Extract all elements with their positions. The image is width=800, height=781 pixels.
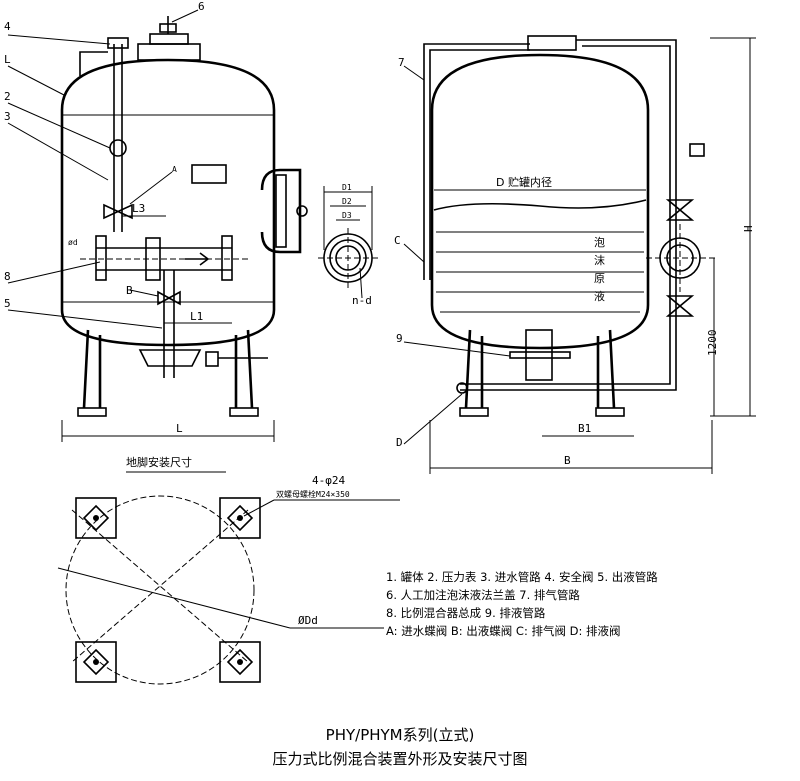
dim-b-label: B xyxy=(564,454,571,467)
foam-char-2: 沫 xyxy=(594,254,605,267)
foundation-diameter-label: ØDd xyxy=(298,614,318,627)
valve-a-label: A xyxy=(172,165,177,174)
foundation-title: 地脚安装尺寸 xyxy=(126,455,192,469)
anchor-bolt-br xyxy=(219,641,261,683)
callout-4: 4 xyxy=(4,20,11,33)
nozzle-d1: D1 xyxy=(342,183,352,192)
anchor-bolt-tl xyxy=(75,497,117,539)
legend-line: 1. 罐体 2. 压力表 3. 进水管路 4. 安全阀 5. 出液管路 xyxy=(386,570,658,584)
callout-2: 2 xyxy=(4,90,11,103)
legend-line: 6. 人工加注泡沫液法兰盖 7. 排气管路 xyxy=(386,588,580,602)
dim-1200-label: 1200 xyxy=(706,330,719,357)
valve-b-label: B xyxy=(126,284,133,297)
legend-line: A: 进水蝶阀 B: 出液蝶阀 C: 排气阀 D: 排液阀 xyxy=(386,624,621,638)
anchor-bolt-label: 双螺母螺栓M24×350 xyxy=(276,489,350,499)
callout-6: 6 xyxy=(198,0,205,13)
dim-h-label: H xyxy=(742,225,755,232)
nozzle-d2: D2 xyxy=(342,197,352,206)
caption-title: 压力式比例混合装置外形及安装尺寸图 xyxy=(272,750,528,768)
foam-char-1: 泡 xyxy=(594,235,605,249)
nozzle-detail xyxy=(318,186,378,299)
inner-diameter-label: D 贮罐内径 xyxy=(496,175,552,189)
anchor-hole-label: 4-φ24 xyxy=(312,474,345,487)
foam-char-3: 原 xyxy=(594,272,605,285)
anchor-bolt-bl xyxy=(75,641,117,683)
legend-line: 8. 比例混合器总成 9. 排液管路 xyxy=(386,606,546,620)
dim-l1-label: L1 xyxy=(190,310,203,323)
dim-l-label: L xyxy=(176,422,183,435)
anchor-bolt-tr xyxy=(219,497,261,539)
caption-series: PHY/PHYM系列(立式) xyxy=(325,726,475,744)
callout-c: C xyxy=(394,234,401,247)
callout-7: 7 xyxy=(398,56,405,69)
right-tank-view xyxy=(403,35,756,474)
parts-legend: 1. 罐体 2. 压力表 3. 进水管路 4. 安全阀 5. 出液管路 6. 人… xyxy=(386,568,798,640)
callout-3: 3 xyxy=(4,110,11,123)
left-tank-view xyxy=(7,9,308,442)
dim-d-label: ød xyxy=(68,238,78,247)
nozzle-d3: D3 xyxy=(342,211,352,220)
callout-5: 5 xyxy=(4,297,11,310)
callout-9: 9 xyxy=(396,332,403,345)
callout-1: L xyxy=(4,53,11,66)
callout-d: D xyxy=(396,436,403,449)
dim-l3-label: L3 xyxy=(132,202,145,215)
foam-char-4: 液 xyxy=(594,289,605,303)
foundation-plan xyxy=(57,471,400,685)
nozzle-bolt-label: n-d xyxy=(352,294,372,307)
dim-b1-label: B1 xyxy=(578,422,591,435)
callout-8: 8 xyxy=(4,270,11,283)
